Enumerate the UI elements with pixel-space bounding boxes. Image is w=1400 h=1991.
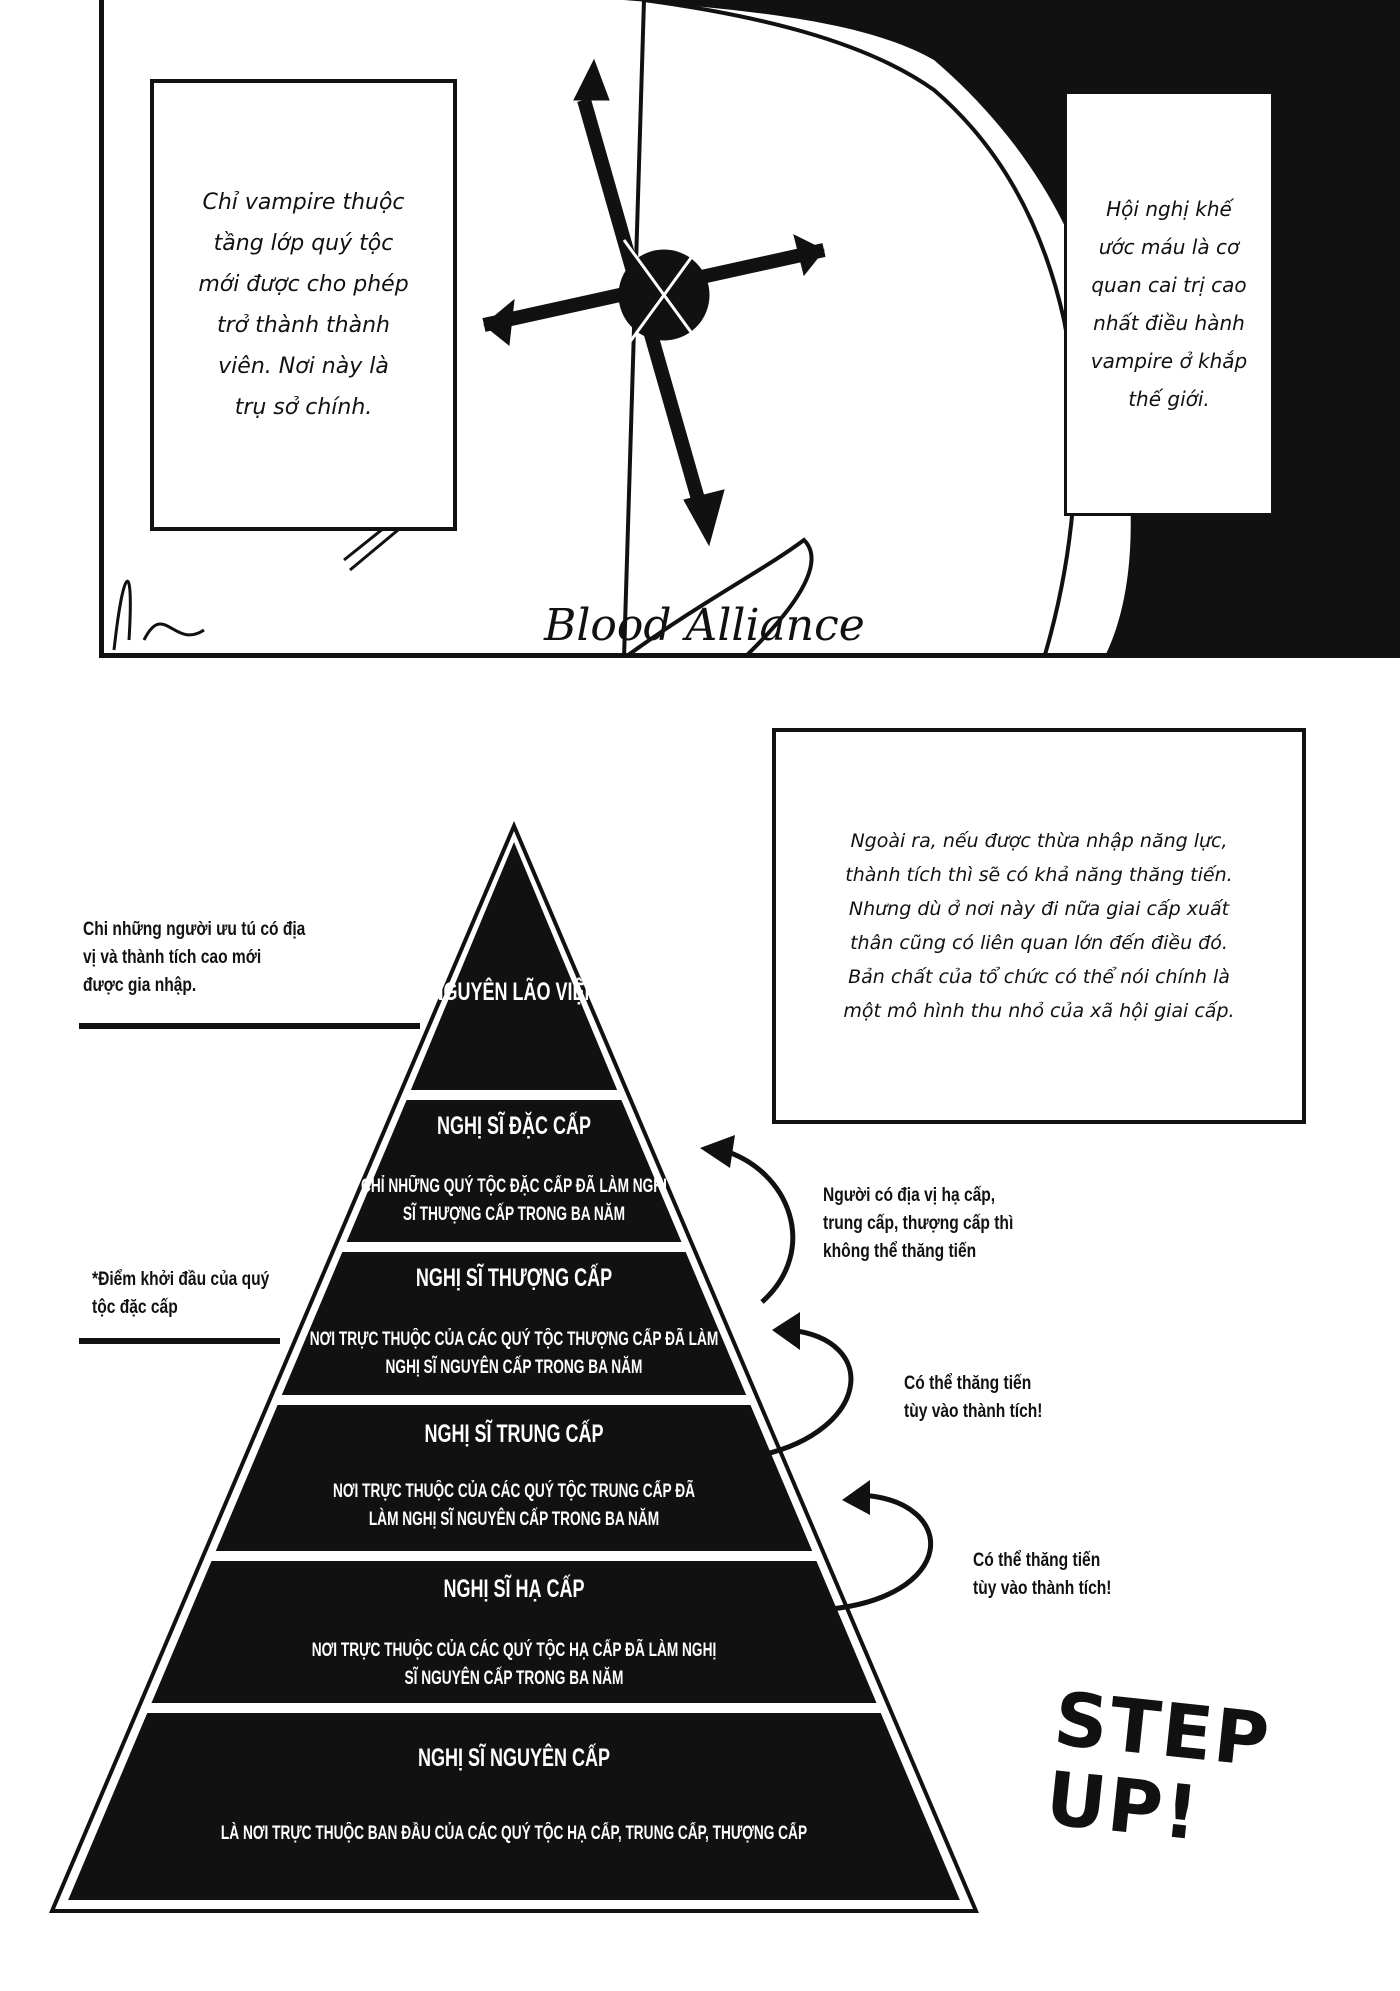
left-note-top: Chi những người ưu tú có địa vị và thành… [83,919,306,996]
tier-title: NGHỊ SĨ ĐẶC CẤP [436,1112,592,1140]
tier-desc: NƠI TRỰC THUỘC CỦA CÁC QUÝ TỘC TRUNG CẤP… [333,1481,695,1530]
tier-title: NGHỊ SĨ HẠ CẤP [443,1575,585,1603]
right-note-2: Có thể thăng tiến tùy vào thành tích! [904,1373,1043,1422]
scribble [112,518,405,651]
tier-title: NGHỊ SĨ NGUYÊN CẤP [417,1744,611,1772]
promotion-arrows [721,1147,934,1613]
caption-bottom-text: Ngoài ra, nếu được thừa nhập năng lực, t… [843,830,1235,1022]
arrowheads [700,1135,870,1515]
pyramid-tier [215,1405,813,1551]
caption-box-bottom: Ngoài ra, nếu được thừa nhập năng lực, t… [772,728,1306,1124]
pyramid-tier [151,1561,877,1703]
caption-right-text: Hội nghị khế ước máu là cơ quan cai trị … [1090,196,1248,411]
right-note-3: Có thể thăng tiến tùy vào thành tích! [973,1550,1112,1599]
pyramid-tier [281,1252,747,1395]
tier-desc: NƠI TRỰC THUỘC CỦA CÁC QUÝ TỘC THƯỢNG CẤ… [309,1329,719,1378]
caption-box-right: Hội nghị khế ước máu là cơ quan cai trị … [1064,91,1274,516]
cross-emblem-icon [482,58,826,547]
pyramid-tier [410,842,618,1090]
tier-desc: NƠI TRỰC THUỘC CỦA CÁC QUÝ TỘC HẠ CẤP ĐÃ… [311,1640,717,1689]
caption-box-left: Chỉ vampire thuộc tầng lớp quý tộc mới đ… [150,79,457,531]
arrow-up-1 [721,1147,796,1304]
step-up-sfx: STEP UP! [1041,1676,1275,1858]
left-note-bottom: *Điểm khởi đầu của quý tộc đặc cấp [92,1269,270,1318]
arrow-up-2 [761,1327,854,1458]
tier-title: NGUYÊN LÃO VIỆN [430,978,598,1006]
blood-alliance-signature: Blood Alliance [544,600,865,651]
arrow-up-3 [819,1492,934,1613]
pyramid-tier [346,1100,682,1242]
caption-left-text: Chỉ vampire thuộc tầng lớp quý tộc mới đ… [198,190,409,420]
pyramid-tier [68,1713,960,1900]
tier-title: NGHỊ SĨ THƯỢNG CẤP [415,1264,613,1292]
tier-desc: LÀ NƠI TRỰC THUỘC BAN ĐẦU CỦA CÁC QUÝ TỘ… [220,1823,808,1844]
tier-title: NGHỊ SĨ TRUNG CẤP [424,1420,604,1448]
right-note-1: Người có địa vị hạ cấp, trung cấp, thượn… [823,1185,1014,1262]
tier-desc: CHỈ NHỮNG QUÝ TỘC ĐẶC CẤP ĐÃ LÀM NGHỊ SĨ… [361,1176,667,1225]
